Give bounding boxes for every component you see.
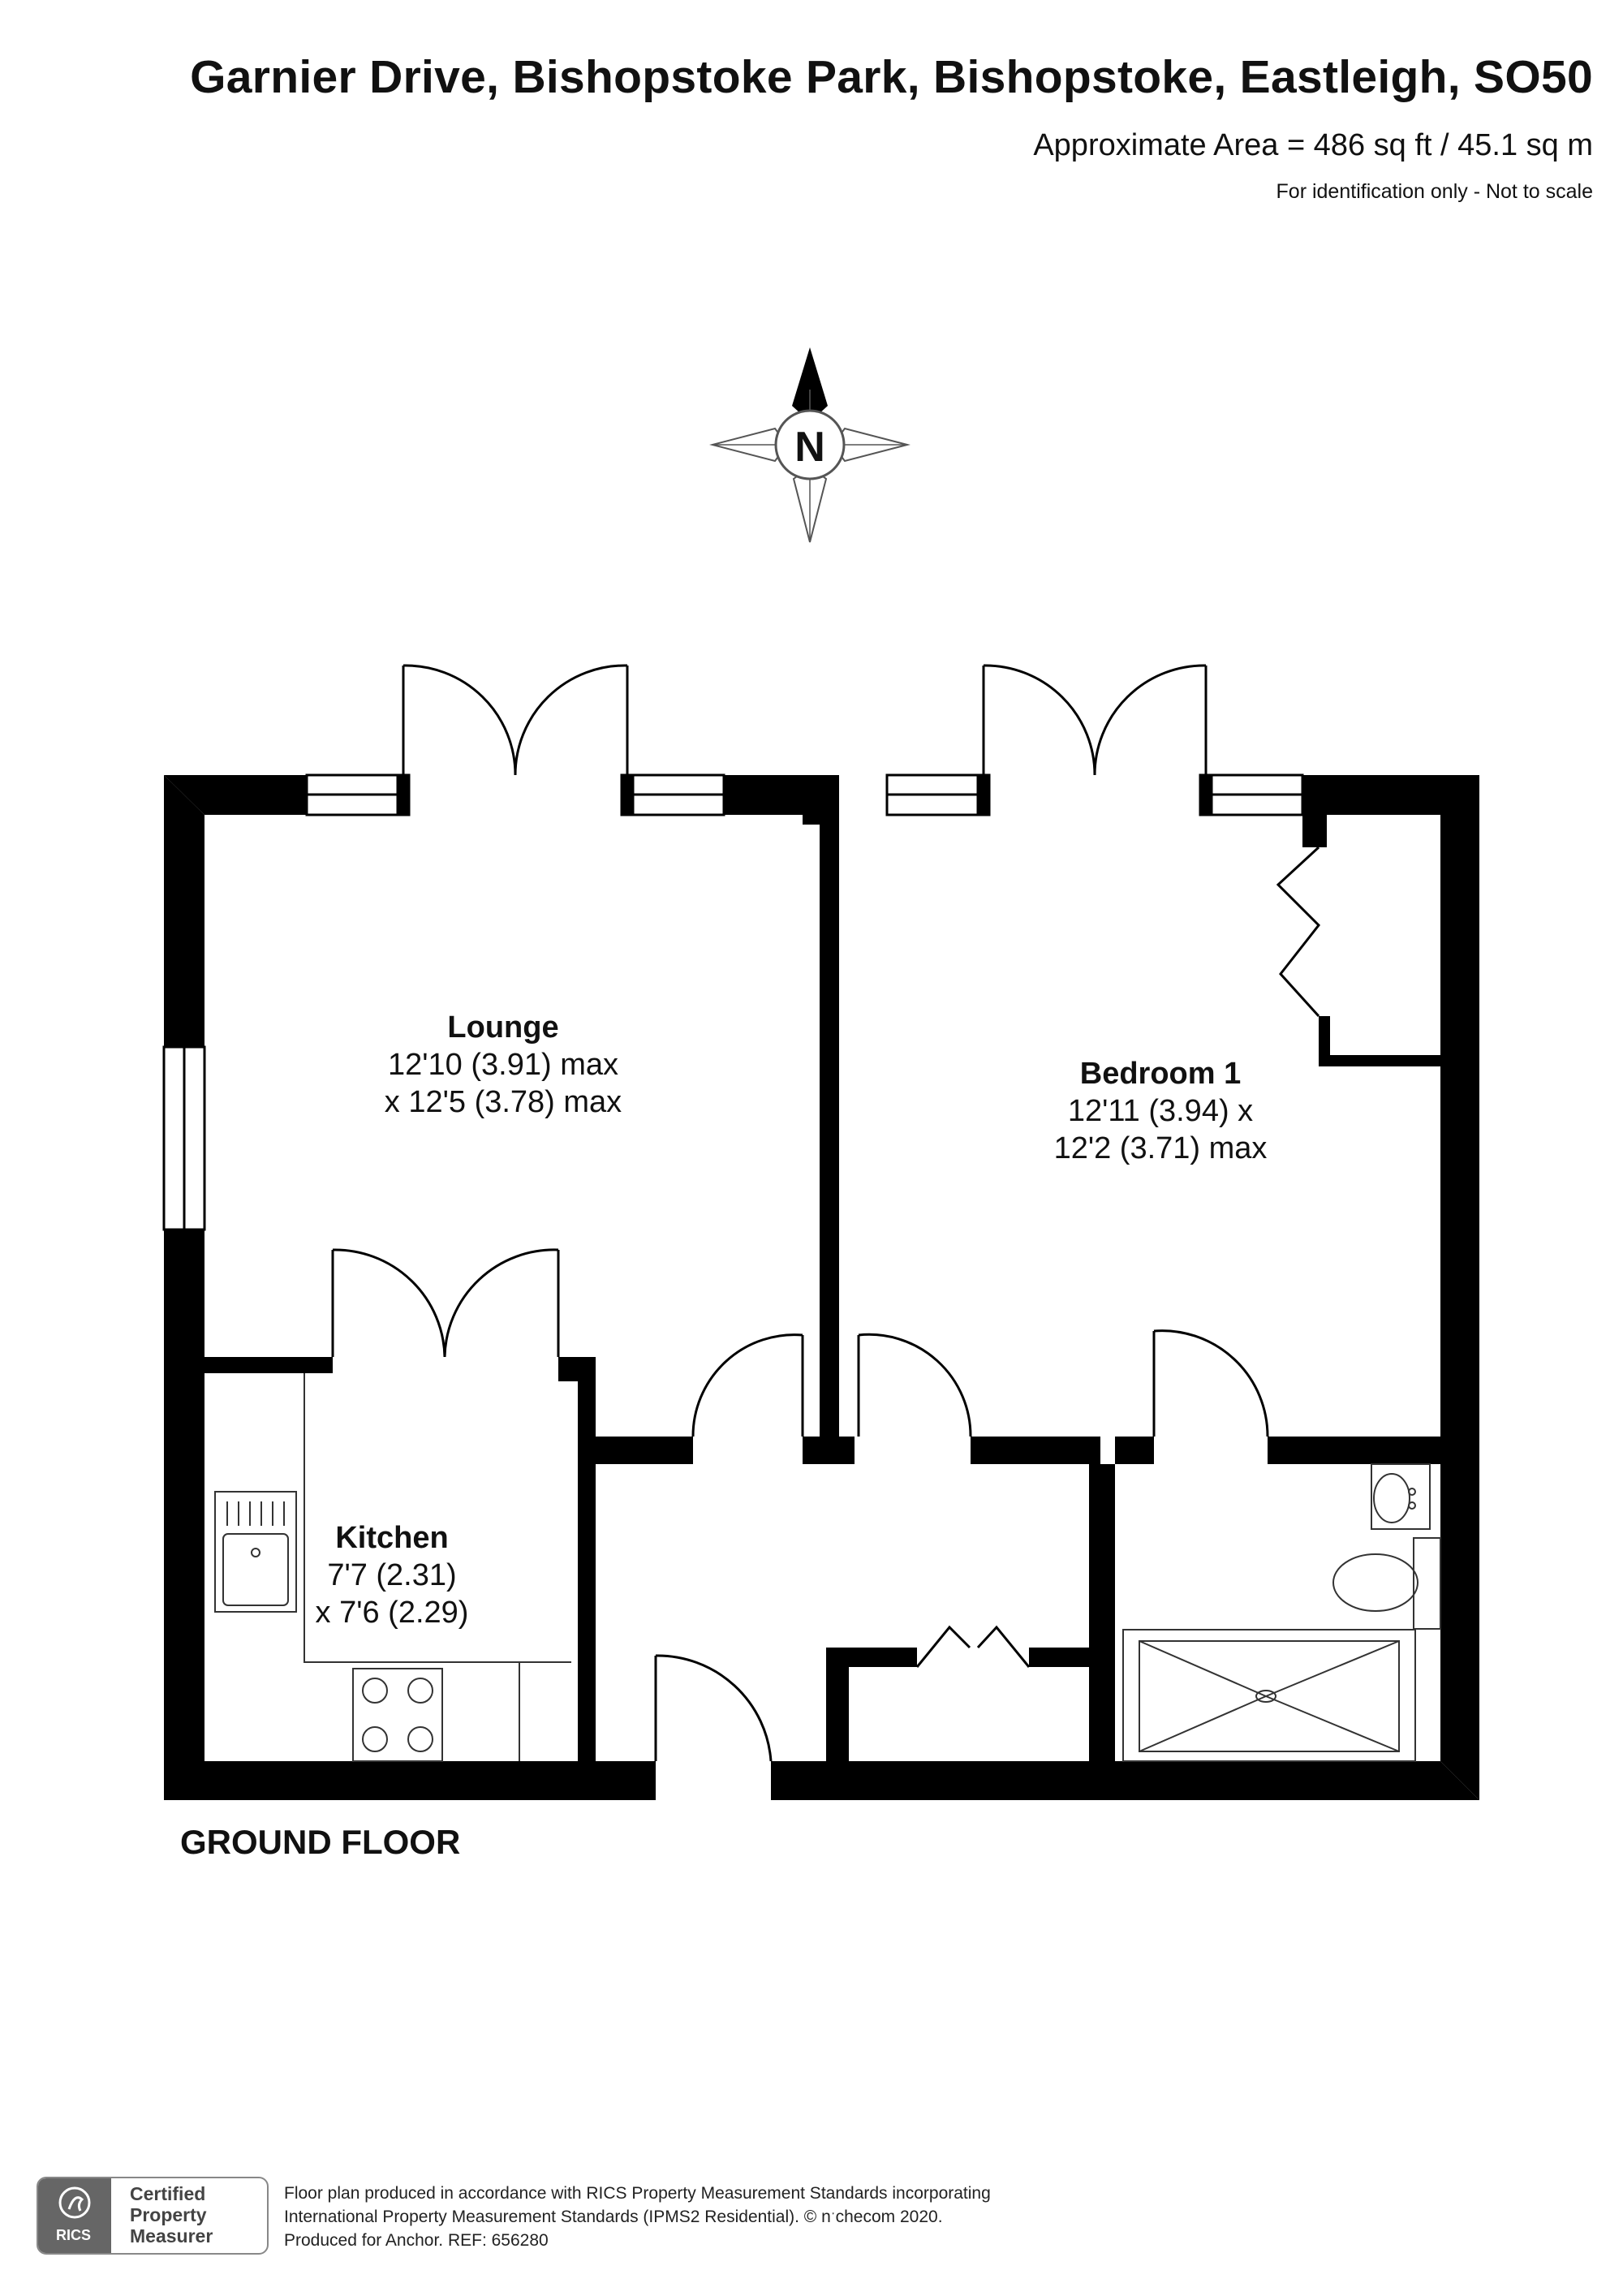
room-label-lounge: Lounge 12'10 (3.91) max x 12'5 (3.78) ma… xyxy=(341,1009,665,1121)
windows xyxy=(162,773,1304,1231)
rics-certified-badge: RICS Certified Property Measurer xyxy=(37,2177,269,2255)
room-dimension: 12'11 (3.94) x xyxy=(1067,1094,1254,1128)
internal-walls xyxy=(204,815,1440,1761)
toilet-icon xyxy=(1332,1537,1441,1630)
compass-letter: N xyxy=(794,424,825,471)
room-name: Kitchen xyxy=(335,1521,449,1555)
plan-title: Garnier Drive, Bishopstoke Park, Bishops… xyxy=(190,51,1593,103)
room-dimension: x 12'5 (3.78) max xyxy=(384,1085,622,1119)
kitchen-fittings xyxy=(214,1373,571,1762)
shower-tray-icon xyxy=(1122,1629,1416,1762)
footer-line: International Property Measurement Stand… xyxy=(284,2208,943,2226)
certified-text: Certified Property Measurer xyxy=(130,2183,213,2246)
compass-icon: N xyxy=(709,347,911,543)
lion-icon xyxy=(58,2186,91,2219)
badge-line: Certified xyxy=(130,2183,206,2204)
floor-label: GROUND FLOOR xyxy=(180,1823,461,1861)
internal-doors xyxy=(331,846,1321,1762)
room-label-kitchen: Kitchen 7'7 (2.31) x 7'6 (2.29) xyxy=(270,1519,514,1631)
room-name: Lounge xyxy=(447,1010,559,1045)
footer-line: Produced for Anchor. REF: 656280 xyxy=(284,2231,549,2250)
sink-drainer-icon xyxy=(226,1501,285,1526)
room-dimension: x 7'6 (2.29) xyxy=(315,1596,469,1630)
footer-line: Floor plan produced in accordance with R… xyxy=(284,2184,991,2203)
badge-line: Measurer xyxy=(130,2225,213,2246)
room-label-bedroom: Bedroom 1 12'11 (3.94) x 12'2 (3.71) max xyxy=(998,1055,1323,1167)
room-dimension: 12'2 (3.71) max xyxy=(1053,1131,1268,1165)
rics-text: RICS xyxy=(56,2227,92,2243)
footer-text: Floor plan produced in accordance with R… xyxy=(284,2182,991,2252)
badge-line: Property xyxy=(130,2204,207,2225)
room-name: Bedroom 1 xyxy=(1079,1057,1242,1091)
washbasin-icon xyxy=(1371,1463,1431,1530)
room-dimension: 7'7 (2.31) xyxy=(327,1558,457,1592)
ensuite-fittings xyxy=(1122,1463,1441,1762)
external-walls xyxy=(164,775,1479,1800)
scale-note: For identification only - Not to scale xyxy=(1276,180,1593,203)
rics-logo-icon: RICS xyxy=(38,2178,111,2253)
room-dimension: 12'10 (3.91) max xyxy=(388,1048,618,1082)
hob-icon xyxy=(352,1668,443,1762)
patio-doors xyxy=(396,664,1213,816)
approximate-area: Approximate Area = 486 sq ft / 45.1 sq m xyxy=(1033,128,1593,162)
